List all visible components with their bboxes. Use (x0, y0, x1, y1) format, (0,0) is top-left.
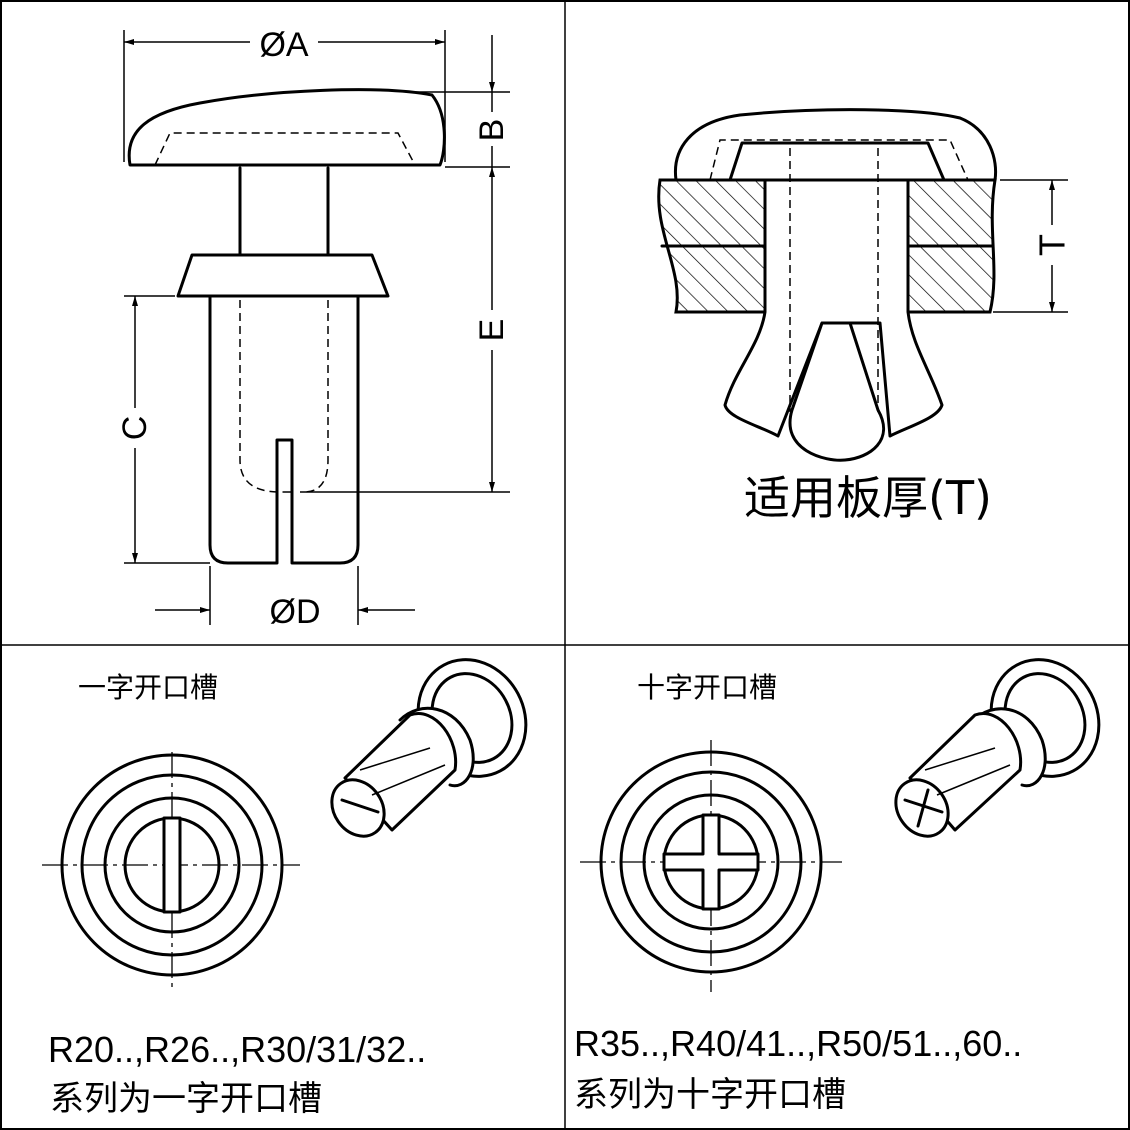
cross-slot-top-view (580, 740, 842, 992)
thickness-dimension (993, 179, 1068, 313)
rivet-side-view (127, 88, 446, 565)
cross-slot-note: 系列为十字开口槽 (574, 1075, 846, 1115)
single-slot-note: 系列为一字开口槽 (50, 1079, 322, 1119)
dim-label-t: T (1032, 234, 1073, 256)
single-slot-heading: 一字开口槽 (78, 671, 218, 704)
dim-label-c: C (116, 416, 154, 441)
installed-section-view (657, 108, 998, 462)
dim-label-d: ØD (270, 593, 321, 631)
single-slot-top-view (42, 752, 300, 990)
dim-label-a: ØA (259, 26, 308, 64)
thickness-caption: 适用板厚(T) (744, 471, 992, 525)
cross-slot-series: R35..,R40/41..,R50/51..,60.. (574, 1023, 1022, 1064)
cross-slot-heading: 十字开口槽 (637, 671, 777, 704)
dimension-lines (123, 30, 510, 625)
dim-label-e: E (473, 319, 511, 342)
single-slot-series: R20..,R26..,R30/31/32.. (48, 1029, 426, 1070)
cross-slot-iso-view (894, 658, 1101, 838)
single-slot-iso-view (330, 658, 528, 838)
dim-label-b: B (473, 119, 511, 142)
